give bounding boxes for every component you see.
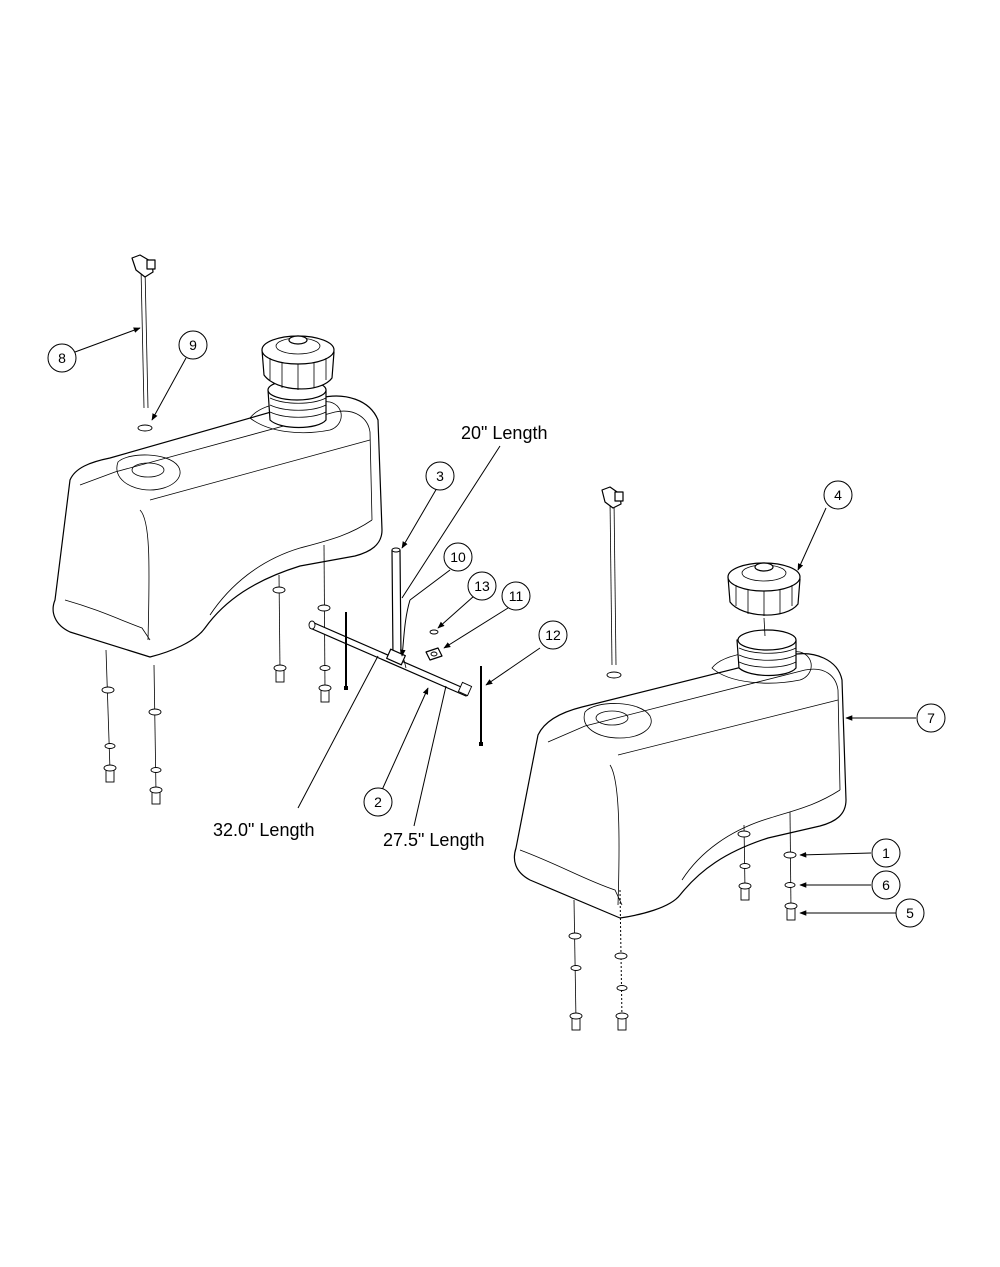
svg-text:10: 10 bbox=[450, 549, 466, 565]
fuel-hose-assembly bbox=[308, 547, 483, 746]
callout-balloon-2: 2 bbox=[363, 787, 393, 817]
callout-balloon-7: 7 bbox=[916, 703, 946, 733]
callout-balloon-5: 5 bbox=[895, 898, 925, 928]
right-tank-hardware bbox=[568, 811, 798, 1031]
svg-text:5: 5 bbox=[906, 905, 914, 921]
svg-text:12: 12 bbox=[545, 627, 561, 643]
svg-text:8: 8 bbox=[58, 350, 66, 366]
left-fuel-cap bbox=[261, 335, 335, 390]
svg-text:6: 6 bbox=[882, 877, 890, 893]
callout-balloon-1: 1 bbox=[871, 838, 901, 868]
svg-text:13: 13 bbox=[474, 578, 490, 594]
callout-leaders bbox=[74, 327, 916, 916]
right-fuel-sender bbox=[601, 486, 624, 679]
callout-balloon-10: 10 bbox=[443, 542, 473, 572]
hose-32in-length-label: 32.0" Length bbox=[213, 820, 314, 840]
right-fuel-cap bbox=[727, 562, 801, 637]
callout-balloon-9: 9 bbox=[178, 330, 208, 360]
callout-balloon-8: 8 bbox=[47, 343, 77, 373]
right-fuel-tank bbox=[513, 629, 847, 919]
callout-balloon-12: 12 bbox=[538, 620, 568, 650]
callout-balloon-11: 11 bbox=[501, 581, 531, 611]
svg-text:2: 2 bbox=[374, 794, 382, 810]
callout-balloon-3: 3 bbox=[425, 461, 455, 491]
callout-balloon-4: 4 bbox=[823, 480, 853, 510]
left-fuel-tank bbox=[52, 379, 383, 658]
callout-balloon-6: 6 bbox=[871, 870, 901, 900]
left-fuel-sender bbox=[131, 254, 156, 432]
svg-text:4: 4 bbox=[834, 487, 842, 503]
svg-text:7: 7 bbox=[927, 710, 935, 726]
hose-20in-length-label: 20" Length bbox=[461, 423, 547, 443]
callout-balloon-13: 13 bbox=[467, 571, 497, 601]
svg-text:1: 1 bbox=[882, 845, 890, 861]
svg-text:3: 3 bbox=[436, 468, 444, 484]
svg-text:11: 11 bbox=[509, 588, 524, 604]
hose-27in-length-label: 27.5" Length bbox=[383, 830, 484, 850]
svg-text:9: 9 bbox=[189, 337, 197, 353]
left-tank-hardware bbox=[101, 544, 332, 805]
